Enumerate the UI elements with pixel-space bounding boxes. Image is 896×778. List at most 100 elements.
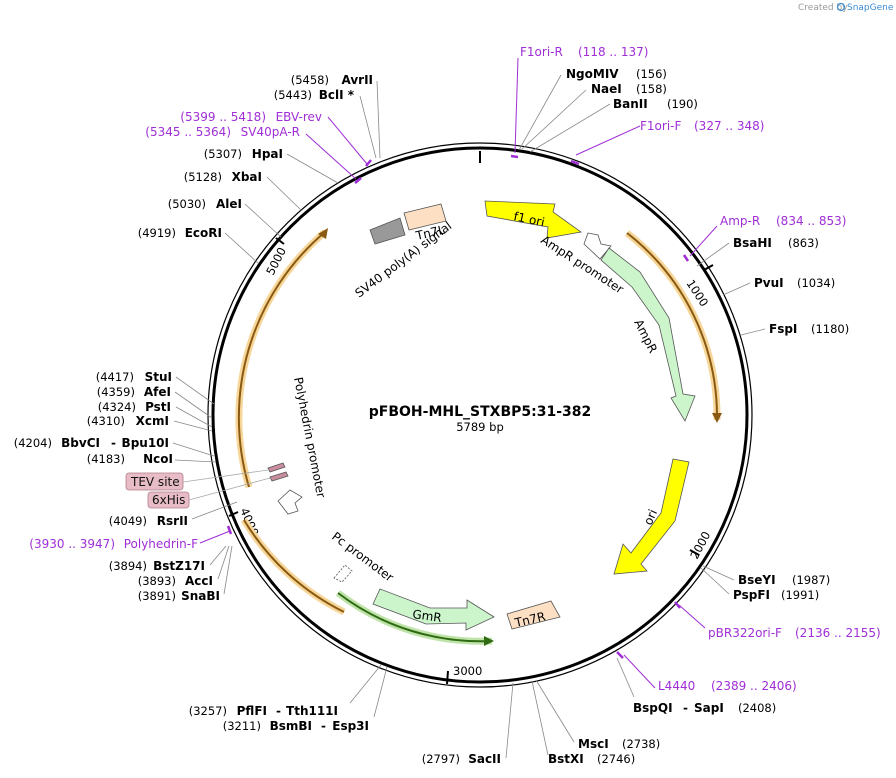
feature-polyhedrin-promoter[interactable] (277, 489, 303, 515)
site-sapi-name: SapI (694, 701, 724, 715)
site-naei-pos: (158) (636, 82, 667, 96)
feature-tn7l[interactable] (403, 203, 447, 231)
site-afei-name: AfeI (144, 385, 171, 399)
site-ngomiv-name: NgoMIV (566, 67, 619, 81)
leader-naei (520, 89, 587, 151)
leader-hpai (286, 153, 339, 184)
leader-msci (535, 679, 575, 743)
site-stui-name: StuI (145, 370, 172, 384)
site-avrii-name: AvrII (341, 73, 373, 87)
primer-f1ori-r-name: F1ori-R (520, 45, 563, 59)
site-avrii-pos: (5458) (291, 73, 329, 87)
site-bspqi-pos: (2408) (738, 701, 776, 715)
leader-ngomiv (518, 74, 562, 151)
site-labels-right: NgoMIV (156) NaeI (158) BanII (190) BsaH… (548, 67, 849, 766)
primer-polyhedrin-f-name: Polyhedrin-F (124, 537, 198, 551)
leader-afei (174, 391, 213, 419)
feature-sv40-polya[interactable] (369, 217, 406, 245)
tick-label-3000: 3000 (453, 664, 482, 678)
site-bcli-name: BclI * (319, 88, 355, 102)
primer-labels: F1ori-R (118 .. 137) F1ori-F (327 .. 348… (29, 45, 880, 693)
tag-tev-site[interactable] (125, 472, 184, 491)
feature-6xhis-marker[interactable] (269, 471, 289, 482)
leader-banii (529, 103, 611, 153)
site-bcli-pos: (5443) (274, 88, 312, 102)
feature-tn7r[interactable] (506, 600, 561, 630)
feature-tn7r-label: Tn7R (513, 609, 547, 630)
site-bseyi-pos: (1987) (792, 573, 830, 587)
primer-ebv-rev-mark (365, 159, 372, 167)
feature-ampr[interactable] (600, 247, 696, 422)
leader-bsmbi (373, 666, 388, 718)
primer-sv40pa-r-name: SV40pA-R (241, 125, 300, 139)
leader-stui (175, 376, 215, 405)
leader-fspi (740, 328, 766, 336)
site-ecori-name: EcoRI (185, 226, 222, 240)
site-banii-pos: (190) (667, 97, 698, 111)
leader-psti (175, 406, 213, 428)
tick-3000 (446, 670, 449, 685)
primer-pbr322ori-f-leader (678, 604, 706, 629)
leader-snabi (223, 545, 233, 595)
site-afei-pos: (4359) (97, 385, 135, 399)
site-bsmbi-dash: - (321, 719, 326, 733)
site-bsahi-pos: (863) (788, 236, 819, 250)
leader-xcmi (173, 420, 213, 432)
primer-f1ori-f-name: F1ori-F (640, 119, 681, 133)
feature-gmr[interactable] (372, 588, 495, 631)
watermark: Created by SnapGene (798, 2, 894, 13)
orf-arc-left-head-icon (318, 228, 328, 239)
feature-gmr-label: GmR (412, 607, 443, 625)
site-sacii-pos: (2797) (422, 752, 460, 766)
primer-amp-r-mark (682, 254, 690, 262)
site-bsmbi-name: BsmBI (270, 719, 312, 733)
site-ncoi-name: NcoI (143, 452, 173, 466)
primer-amp-r-leader (689, 225, 718, 257)
site-pflfi-dash: - (276, 704, 281, 718)
primer-markers (199, 57, 718, 689)
leader-avrii (376, 80, 381, 159)
feature-f1-ori[interactable] (484, 200, 583, 239)
site-bsahi-name: BsaHI (733, 236, 772, 250)
site-stui-pos: (4417) (96, 370, 134, 384)
site-psti-name: PstI (145, 400, 171, 414)
primer-f1ori-f-mark (570, 159, 580, 166)
orf-arcs (235, 228, 722, 646)
leader-ecori (224, 232, 259, 264)
site-bspqi-dash: - (683, 701, 688, 715)
feature-pc-promoter[interactable] (333, 564, 353, 583)
tick-4000 (228, 511, 239, 517)
leader-bstxi (531, 680, 549, 756)
snapgene-logo-icon (836, 2, 846, 12)
site-ngomiv-pos: (156) (636, 67, 667, 81)
site-rsrii-pos: (4049) (109, 514, 147, 528)
primer-ebv-rev-range: (5399 .. 5418) (180, 110, 266, 124)
site-bstz17i-pos: (3894) (109, 559, 147, 573)
tag-tev-site-label: TEV site (130, 475, 180, 489)
site-fspi-name: FspI (769, 322, 797, 336)
leader-pspfi (700, 567, 730, 595)
primer-l4440-range: (2389 .. 2406) (711, 679, 797, 693)
primer-polyhedrin-f-mark (226, 525, 233, 535)
site-pflfi-name: PflFI (237, 704, 267, 718)
site-sacii-name: SacII (468, 752, 501, 766)
primer-l4440-leader (623, 654, 656, 689)
site-pvui-pos: (1034) (797, 276, 835, 290)
primer-f1ori-f-range: (327 .. 348) (694, 119, 764, 133)
feature-ori[interactable] (613, 458, 690, 575)
feature-ampr-promoter[interactable] (583, 232, 612, 260)
site-pspfi-pos: (1991) (781, 588, 819, 602)
plasmid-name: pFBOH-MHL_STXBP5:31-382 (369, 404, 591, 420)
feature-polyhedrin-promoter-label: Polyhedrin promoter (291, 376, 328, 499)
tag-6xhis-leader (188, 477, 271, 501)
site-pflfi-pos: (3257) (189, 704, 227, 718)
feature-ampr-label: AmpR (631, 317, 660, 355)
leader-bseyi (702, 565, 735, 581)
site-leaders (172, 74, 766, 759)
feature-tev-site-marker[interactable] (267, 462, 286, 473)
site-snabi-name: SnaBI (181, 589, 220, 603)
site-tth111i-name: Tth111I (286, 704, 338, 718)
site-hpai-pos: (5307) (204, 147, 242, 161)
feature-ori-label: ori (641, 507, 660, 527)
